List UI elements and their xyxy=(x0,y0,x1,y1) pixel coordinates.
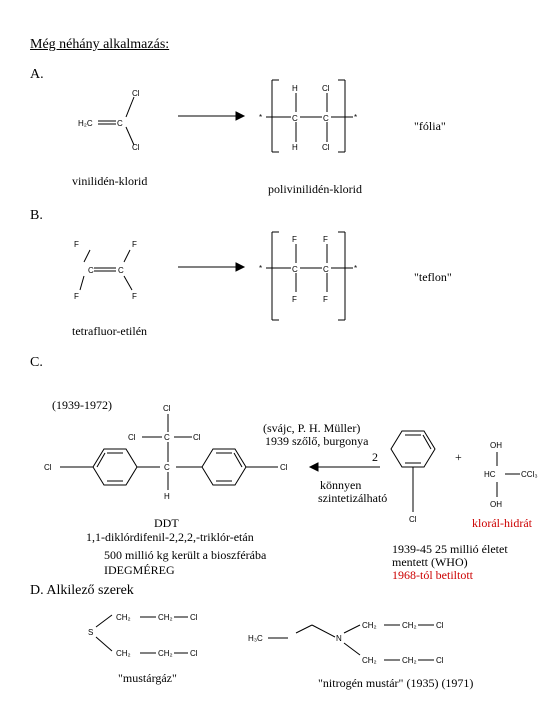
svg-text:Cl: Cl xyxy=(163,404,171,413)
svg-text:F: F xyxy=(292,235,297,244)
ddt-ban: 1968-tól betiltott xyxy=(392,568,473,582)
synth-note-2: szintetizálható xyxy=(318,491,388,505)
svg-text:Cl: Cl xyxy=(132,89,140,98)
ddt-amount: 500 millió kg került a bioszférába xyxy=(104,548,267,562)
svg-text:H: H xyxy=(164,492,170,501)
ddt-structure xyxy=(60,414,278,490)
svg-text:Cl: Cl xyxy=(128,433,136,442)
svg-text:C: C xyxy=(118,266,124,275)
ddt-discovery-1: (svájc, P. H. Müller) xyxy=(263,421,361,435)
plus-sign: + xyxy=(455,450,462,464)
teflon-label: "teflon" xyxy=(414,270,452,284)
nitrogen-mustard-label: "nitrogén mustár" (1935) (1971) xyxy=(318,676,474,690)
ddt-full-name: 1,1-diklórdifenil-2,2,2,-triklór-etán xyxy=(86,530,254,544)
svg-text:CH₂: CH₂ xyxy=(402,656,417,665)
svg-text:F: F xyxy=(132,292,137,301)
svg-text:S: S xyxy=(88,628,93,637)
svg-text:OH: OH xyxy=(490,500,502,509)
svg-text:Cl: Cl xyxy=(436,656,444,665)
nitrogen-mustard-structure xyxy=(268,624,434,661)
chloral-hydrate-label: klorál-hidrát xyxy=(472,516,532,530)
ddt-hormone: IDEGMÉREG xyxy=(104,563,175,577)
pvdc-label: polivinilidén-klorid xyxy=(268,182,362,196)
svg-text:HC: HC xyxy=(484,470,496,479)
svg-text:H₂C: H₂C xyxy=(78,119,93,128)
tfe-structure xyxy=(79,249,133,291)
section-a-label: A. xyxy=(30,67,44,82)
vinylidene-chloride-label: vinilidén-klorid xyxy=(72,174,148,188)
ddt-years: (1939-1972) xyxy=(52,398,112,412)
svg-text:Cl: Cl xyxy=(190,649,198,658)
svg-text:*: * xyxy=(259,113,262,122)
ddt-abbr: DDT xyxy=(154,516,179,530)
svg-text:F: F xyxy=(74,292,79,301)
section-d-label: D. Alkilező szerek xyxy=(30,583,134,598)
svg-text:CCl₃: CCl₃ xyxy=(521,470,538,479)
vinylidene-chloride-structure xyxy=(98,96,135,146)
section-b-label: B. xyxy=(30,208,43,223)
svg-text:C: C xyxy=(164,463,170,472)
synth-note-1: könnyen xyxy=(320,478,362,492)
svg-text:F: F xyxy=(323,235,328,244)
pvdc-structure xyxy=(266,79,353,153)
svg-text:CH₂: CH₂ xyxy=(158,649,173,658)
ddt-discovery-2: 1939 szőlő, burgonya xyxy=(265,434,369,448)
svg-text:OH: OH xyxy=(490,441,502,450)
svg-text:H₃C: H₃C xyxy=(248,634,263,643)
svg-text:CH₂: CH₂ xyxy=(116,649,131,658)
svg-text:N: N xyxy=(336,634,342,643)
svg-text:C: C xyxy=(323,265,329,274)
svg-text:Cl: Cl xyxy=(436,621,444,630)
page-title: Még néhány alkalmazás: xyxy=(30,37,170,52)
svg-text:C: C xyxy=(323,114,329,123)
svg-text:F: F xyxy=(132,240,137,249)
svg-text:CH₂: CH₂ xyxy=(116,613,131,622)
svg-text:Cl: Cl xyxy=(409,515,417,524)
svg-text:C: C xyxy=(88,266,94,275)
chlorobenzene-structure xyxy=(390,430,436,512)
foil-label: "fólia" xyxy=(414,119,446,133)
svg-text:*: * xyxy=(354,113,357,122)
svg-text:CH₂: CH₂ xyxy=(362,656,377,665)
svg-text:C: C xyxy=(164,433,170,442)
svg-text:Cl: Cl xyxy=(190,613,198,622)
svg-text:CH₂: CH₂ xyxy=(362,621,377,630)
svg-text:F: F xyxy=(323,295,328,304)
ptfe-structure xyxy=(266,231,353,321)
ddt-impact-2: mentett (WHO) xyxy=(392,555,468,569)
tfe-label: tetrafluor-etilén xyxy=(72,324,148,338)
svg-text:Cl: Cl xyxy=(193,433,201,442)
svg-text:Cl: Cl xyxy=(280,463,288,472)
svg-text:F: F xyxy=(74,240,79,249)
mustard-gas-label: "mustárgáz" xyxy=(118,671,177,685)
chloral-hydrate-structure xyxy=(496,452,520,497)
svg-text:*: * xyxy=(259,264,262,273)
svg-text:C: C xyxy=(292,114,298,123)
svg-text:Cl: Cl xyxy=(322,84,330,93)
svg-text:H: H xyxy=(292,143,298,152)
svg-text:C: C xyxy=(117,119,123,128)
ddt-impact-1: 1939-45 25 millió életet xyxy=(392,542,508,556)
svg-text:CH₂: CH₂ xyxy=(158,613,173,622)
svg-text:F: F xyxy=(292,295,297,304)
svg-text:Cl: Cl xyxy=(44,463,52,472)
svg-text:Cl: Cl xyxy=(322,143,330,152)
svg-text:Cl: Cl xyxy=(132,143,140,152)
svg-text:C: C xyxy=(292,265,298,274)
section-c-label: C. xyxy=(30,355,43,370)
stoichiometric-coeff: 2 xyxy=(372,450,378,464)
mustard-gas-structure xyxy=(95,614,188,654)
svg-text:*: * xyxy=(354,264,357,273)
svg-text:H: H xyxy=(292,84,298,93)
svg-text:CH₂: CH₂ xyxy=(402,621,417,630)
